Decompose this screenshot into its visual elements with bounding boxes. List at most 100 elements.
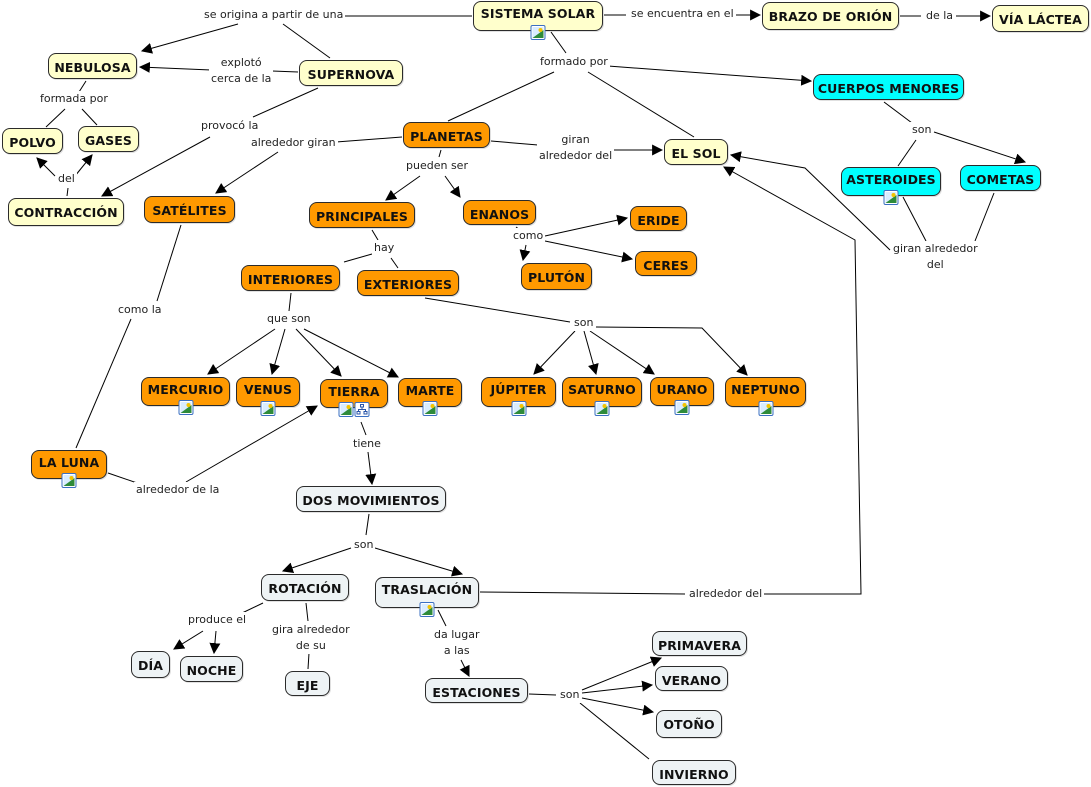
connector-satelites-to-como-la	[156, 224, 182, 302]
connector-cuerpos-to-son	[883, 101, 913, 124]
node-invierno[interactable]: INVIERNO	[652, 760, 736, 785]
node-supernova[interactable]: SUPERNOVA	[299, 60, 403, 86]
link-label-se-origina: se origina a partir de una	[202, 7, 346, 23]
node-interiores[interactable]: INTERIORES	[241, 265, 340, 291]
image-icon[interactable]	[758, 401, 773, 416]
node-rotacion[interactable]: ROTACIÓN	[261, 574, 349, 601]
image-icon[interactable]	[61, 473, 77, 488]
resource-icons	[338, 402, 370, 417]
link-label-gira-alrededor-su: gira alrededor de su	[270, 622, 352, 654]
node-satelites[interactable]: SATÉLITES	[144, 196, 235, 223]
connector-traslacion-to-alrededor-del	[479, 591, 686, 595]
link-label-que-son: que son	[265, 311, 313, 327]
node-la-luna[interactable]: LA LUNA	[31, 450, 107, 488]
connector-alrededor-de-la-to-tierra	[185, 405, 318, 483]
node-via-lactea[interactable]: VÍA LÁCTEA	[992, 5, 1089, 32]
connector-alrededor-giran-to-satelites	[215, 151, 279, 194]
connector-formada-por-to-polvo	[45, 108, 66, 128]
node-planetas[interactable]: PLANETAS	[403, 122, 490, 148]
node-gases[interactable]: GASES	[78, 126, 139, 152]
node-principales[interactable]: PRINCIPALES	[309, 202, 415, 228]
resource-icons	[260, 401, 276, 416]
node-label: EL SOL	[671, 146, 721, 161]
connector-se-origina-to-supernova	[282, 23, 331, 59]
node-noche[interactable]: NOCHE	[180, 656, 243, 682]
node-label: OTOÑO	[663, 717, 715, 732]
image-icon[interactable]	[260, 401, 276, 416]
node-estaciones[interactable]: ESTACIONES	[425, 678, 528, 703]
node-contraccion[interactable]: CONTRACCIÓN	[8, 198, 124, 226]
node-sistema-solar[interactable]: SISTEMA SOLAR	[473, 1, 603, 40]
connector-que-son-to-marte	[303, 328, 399, 378]
node-label: EJE	[296, 678, 319, 693]
link-label-de-la: de la	[924, 8, 956, 24]
image-icon[interactable]	[178, 400, 193, 415]
connector-formado-por-to-cuerpos	[607, 65, 813, 86]
node-jupiter[interactable]: JÚPITER	[481, 377, 556, 416]
image-icon[interactable]	[594, 401, 610, 416]
node-brazo-de-orion[interactable]: BRAZO DE ORIÓN	[762, 2, 899, 30]
node-eje[interactable]: EJE	[285, 671, 330, 696]
node-otono[interactable]: OTOÑO	[656, 710, 722, 738]
image-icon[interactable]	[422, 401, 438, 416]
image-icon[interactable]	[511, 401, 526, 416]
connector-como-to-pluton	[519, 244, 531, 262]
node-eride[interactable]: ERIDE	[630, 206, 687, 231]
connector-que-son-to-tierra	[295, 328, 342, 377]
node-cometas[interactable]: COMETAS	[960, 165, 1041, 191]
node-label: VÍA LÁCTEA	[999, 12, 1082, 27]
node-traslacion[interactable]: TRASLACIÓN	[375, 577, 479, 617]
node-urano[interactable]: URANO	[650, 377, 714, 415]
concept-map-icon[interactable]	[354, 402, 370, 417]
link-label-formado-por: formado por	[538, 54, 610, 70]
node-label: COMETAS	[966, 172, 1035, 187]
connector-rotacion-to-gira-alrededor	[305, 602, 309, 622]
node-label: VENUS	[243, 382, 293, 397]
node-enanos[interactable]: ENANOS	[463, 200, 536, 225]
node-tierra[interactable]: TIERRA	[320, 379, 388, 417]
node-polvo[interactable]: POLVO	[2, 128, 63, 154]
node-el-sol[interactable]: EL SOL	[664, 139, 728, 165]
connector-como-to-ceres	[544, 240, 634, 263]
node-label: EXTERIORES	[363, 277, 453, 292]
node-verano[interactable]: VERANO	[655, 666, 728, 691]
link-label-giran-alrededor-del: giran alrededor del	[891, 241, 980, 273]
node-venus[interactable]: VENUS	[236, 377, 300, 416]
node-mercurio[interactable]: MERCURIO	[141, 377, 230, 415]
image-icon[interactable]	[338, 402, 354, 417]
node-label: BRAZO DE ORIÓN	[768, 9, 893, 24]
connector-cometas-to-giran-alrededor	[974, 192, 995, 242]
node-dia[interactable]: DÍA	[131, 651, 170, 678]
connector-asteroides-to-giran-alrededor	[902, 196, 927, 242]
node-label: NOCHE	[186, 663, 237, 678]
resource-icons	[758, 401, 773, 416]
image-icon[interactable]	[530, 25, 546, 40]
node-pluton[interactable]: PLUTÓN	[521, 263, 592, 290]
connector-tierra-to-tiene	[360, 421, 367, 436]
image-icon[interactable]	[674, 400, 690, 415]
node-exteriores[interactable]: EXTERIORES	[357, 270, 459, 296]
resource-icons	[883, 190, 899, 205]
node-neptuno[interactable]: NEPTUNO	[725, 377, 806, 416]
connector-provoco-to-contraccion	[101, 136, 211, 197]
connector-son-to-otono	[581, 697, 655, 716]
node-label: MERCURIO	[147, 382, 224, 397]
node-primavera[interactable]: PRIMAVERA	[652, 631, 747, 656]
node-cuerpos-menores[interactable]: CUERPOS MENORES	[813, 74, 964, 100]
image-icon[interactable]	[419, 602, 435, 617]
node-label: SATÉLITES	[152, 203, 227, 218]
node-nebulosa[interactable]: NEBULOSA	[48, 53, 137, 79]
connector-son-to-neptuno	[595, 326, 748, 376]
node-label: GASES	[85, 133, 132, 148]
node-ceres[interactable]: CERES	[635, 251, 697, 276]
node-asteroides[interactable]: ASTEROIDES	[841, 167, 941, 205]
link-label-tiene: tiene	[351, 436, 383, 452]
connector-que-son-to-venus	[269, 328, 286, 376]
connector-que-son-to-mercurio	[207, 328, 276, 375]
node-label: ASTEROIDES	[846, 172, 936, 187]
link-label-se-encuentra: se encuentra en el	[629, 6, 736, 22]
node-dos-movimientos[interactable]: DOS MOVIMIENTOS	[296, 486, 446, 512]
node-saturno[interactable]: SATURNO	[562, 377, 642, 416]
node-marte[interactable]: MARTE	[398, 378, 462, 416]
image-icon[interactable]	[883, 190, 899, 205]
